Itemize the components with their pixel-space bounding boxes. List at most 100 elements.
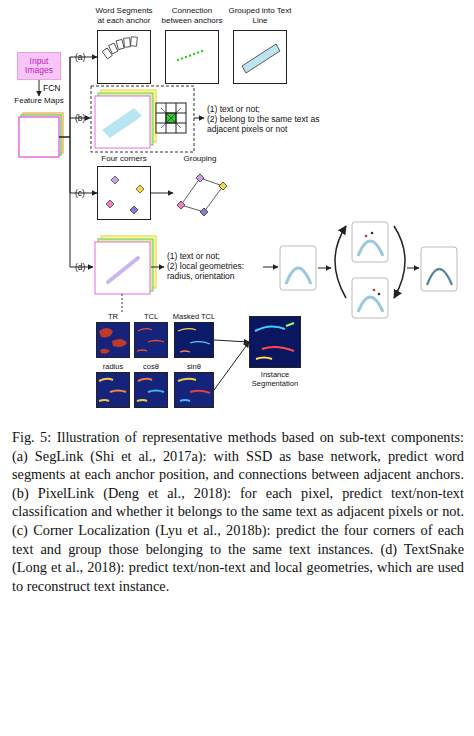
anchor-links-part: [177, 59, 179, 61]
corner-diamonds-part: [106, 200, 114, 208]
text-line-box-part: [242, 44, 280, 73]
pixel-link-panel-part: [156, 123, 186, 124]
reconstruction-steps-part: [365, 235, 368, 238]
reconstruction-steps-part: [427, 269, 452, 285]
pixel-link-panel-part: [161, 108, 181, 128]
reconstruction-steps-part: [407, 268, 419, 269]
anchor-links-part: [197, 51, 199, 53]
word-segments-part: [124, 38, 131, 47]
instance-map-part: [262, 347, 294, 351]
panel-heading: Masked TCL: [170, 312, 218, 322]
panel-heading: radius: [96, 362, 130, 372]
pixel-link-panel-part-part: [161, 118, 171, 128]
reconstruction-steps-part: [421, 247, 457, 291]
word-segments-part: [131, 37, 138, 46]
panel-frame: [174, 322, 214, 358]
tr-map-part: [112, 339, 127, 347]
connector-arrow: [59, 57, 97, 137]
sin-map-part: [180, 400, 190, 401]
pixel-link-panel-part: [156, 103, 186, 133]
masked-tcl-map-part: [178, 329, 196, 331]
pixel-link-panel-part: [194, 118, 204, 119]
radius-map-part: [110, 391, 126, 393]
output-note: (1) text or not;: [167, 251, 267, 261]
feature-map-stack: [19, 113, 63, 157]
reconstruction-steps-part: [427, 269, 452, 285]
connector-arrow: [59, 137, 97, 193]
grouped-corners-part: [219, 182, 227, 190]
anchor-links-part: [189, 54, 191, 56]
anchor-links: [177, 50, 203, 61]
panel-frame: [134, 372, 168, 408]
radius-map-part: [99, 400, 109, 401]
corner-diamonds-part: [136, 185, 144, 193]
branch-lines: [70, 57, 93, 267]
tr-map-part: [100, 349, 110, 354]
anchor-links-part: [185, 56, 187, 58]
cos-map-part: [148, 391, 164, 393]
textsnake-panel: [95, 236, 278, 312]
panel-heading: TR: [96, 312, 130, 322]
panel-frame: [134, 322, 168, 358]
cos-map-part: [137, 400, 147, 401]
anchor-links-part: [193, 53, 195, 55]
corners-panel: Four corners: [92, 154, 156, 220]
tr-map-part: [99, 328, 113, 337]
grouped-corners-part: [196, 174, 204, 182]
instance-map-part: [256, 358, 272, 360]
panel-frame: [96, 372, 130, 408]
output-note: (2) local geometries: radius, orientatio…: [167, 261, 262, 281]
output-note: (1) text or not;: [207, 104, 337, 114]
corner-diamonds: [106, 176, 144, 214]
pixel-link-panel-part-part: [171, 108, 181, 118]
anchor-links-part: [201, 50, 203, 52]
branch-lines-part: [70, 118, 90, 119]
instance-map: [255, 323, 294, 359]
sin-map: [178, 379, 210, 401]
panel-heading: Word Segments at each anchor: [92, 6, 156, 30]
reconstruction-steps-part: [280, 246, 316, 290]
pixel-link-panel-part: [95, 96, 150, 148]
edge-label: FCN: [43, 83, 60, 93]
corner-diamonds-part: [111, 176, 119, 184]
tcl-map-part: [148, 341, 164, 343]
reconstruction-steps-part: [352, 222, 388, 262]
textsnake-panel-part: [151, 267, 164, 268]
sin-map-part: [190, 391, 210, 393]
masked-tcl-map: [178, 329, 210, 352]
reconstruction-steps-part: [371, 232, 374, 235]
tcl-map-part: [138, 329, 152, 331]
radius-map-part: [99, 379, 113, 381]
panel-heading: sinθ: [170, 362, 218, 372]
panel-heading: Connection between anchors: [160, 6, 224, 30]
word-segments-part: [109, 43, 118, 54]
panel-frame: [97, 166, 151, 220]
panel-heading: TCL: [134, 312, 168, 322]
panel-frame: [174, 372, 214, 408]
figure-caption: Fig. 5: Illustration of representative m…: [12, 428, 464, 595]
pixel-link-panel-part: [91, 86, 194, 152]
cos-map: [137, 379, 164, 401]
pixel-link-panel-part: [156, 113, 186, 114]
panel-heading: Grouped into Text Line: [228, 6, 292, 30]
masked-tcl-map-part: [180, 351, 190, 352]
word-segments: [102, 37, 137, 59]
reconstruction-steps: [280, 222, 457, 318]
panel-heading: cosθ: [134, 362, 168, 372]
feature-map-stack-part: [19, 117, 59, 157]
connector-arrow: [151, 193, 173, 194]
pixel-link-panel-part: [176, 103, 177, 133]
panel-heading: Instance Segmentation: [240, 370, 310, 388]
reconstruction-steps-part: [286, 268, 311, 284]
tcl-map: [137, 329, 164, 351]
reconstruction-steps-part: [394, 226, 405, 298]
word-segments-part: [116, 39, 124, 49]
reconstruction-steps-part: [352, 278, 388, 318]
corner-diamonds-part: [130, 206, 138, 214]
grouped-corners-part: [200, 208, 208, 216]
connection-panel: Connection between anchors: [160, 6, 224, 84]
reconstruction-steps-part: [358, 297, 383, 312]
